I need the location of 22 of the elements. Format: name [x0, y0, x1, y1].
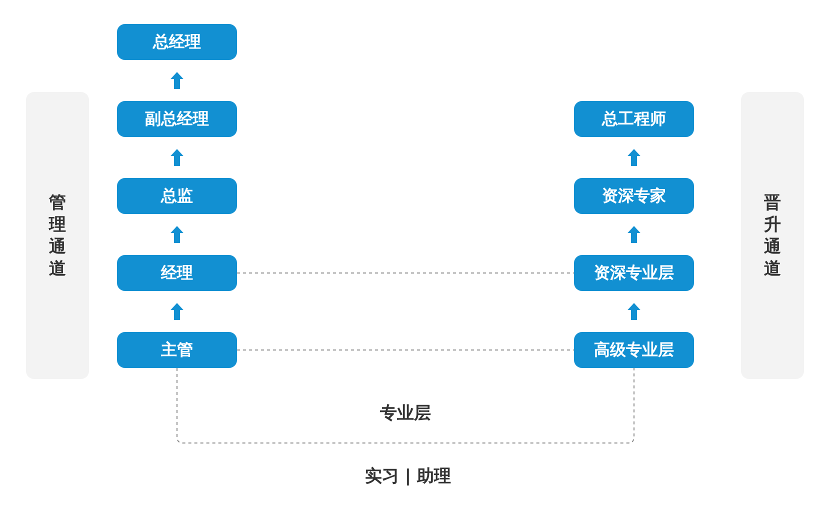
arrow [170, 226, 184, 243]
arrow [627, 303, 641, 320]
track-label: 晋升通道 [764, 192, 782, 280]
position-box: 高级专业层 [574, 332, 694, 368]
position-box: 经理 [117, 255, 237, 291]
arrow [170, 303, 184, 320]
track-label: 管理通道 [48, 192, 66, 280]
position-box: 总工程师 [574, 101, 694, 137]
arrow [170, 149, 184, 166]
position-box: 主管 [117, 332, 237, 368]
arrow [627, 226, 641, 243]
dashed-line [236, 272, 574, 274]
position-box: 总经理 [117, 24, 237, 60]
level-label: 实习 | 助理 [364, 466, 452, 488]
bracket-line [176, 368, 634, 444]
position-box: 资深专业层 [574, 255, 694, 291]
arrow [627, 149, 641, 166]
arrow [170, 72, 184, 89]
position-box: 副总经理 [117, 101, 237, 137]
edge-label: 专业层 [380, 402, 431, 424]
position-box: 资深专家 [574, 178, 694, 214]
position-box: 总监 [117, 178, 237, 214]
